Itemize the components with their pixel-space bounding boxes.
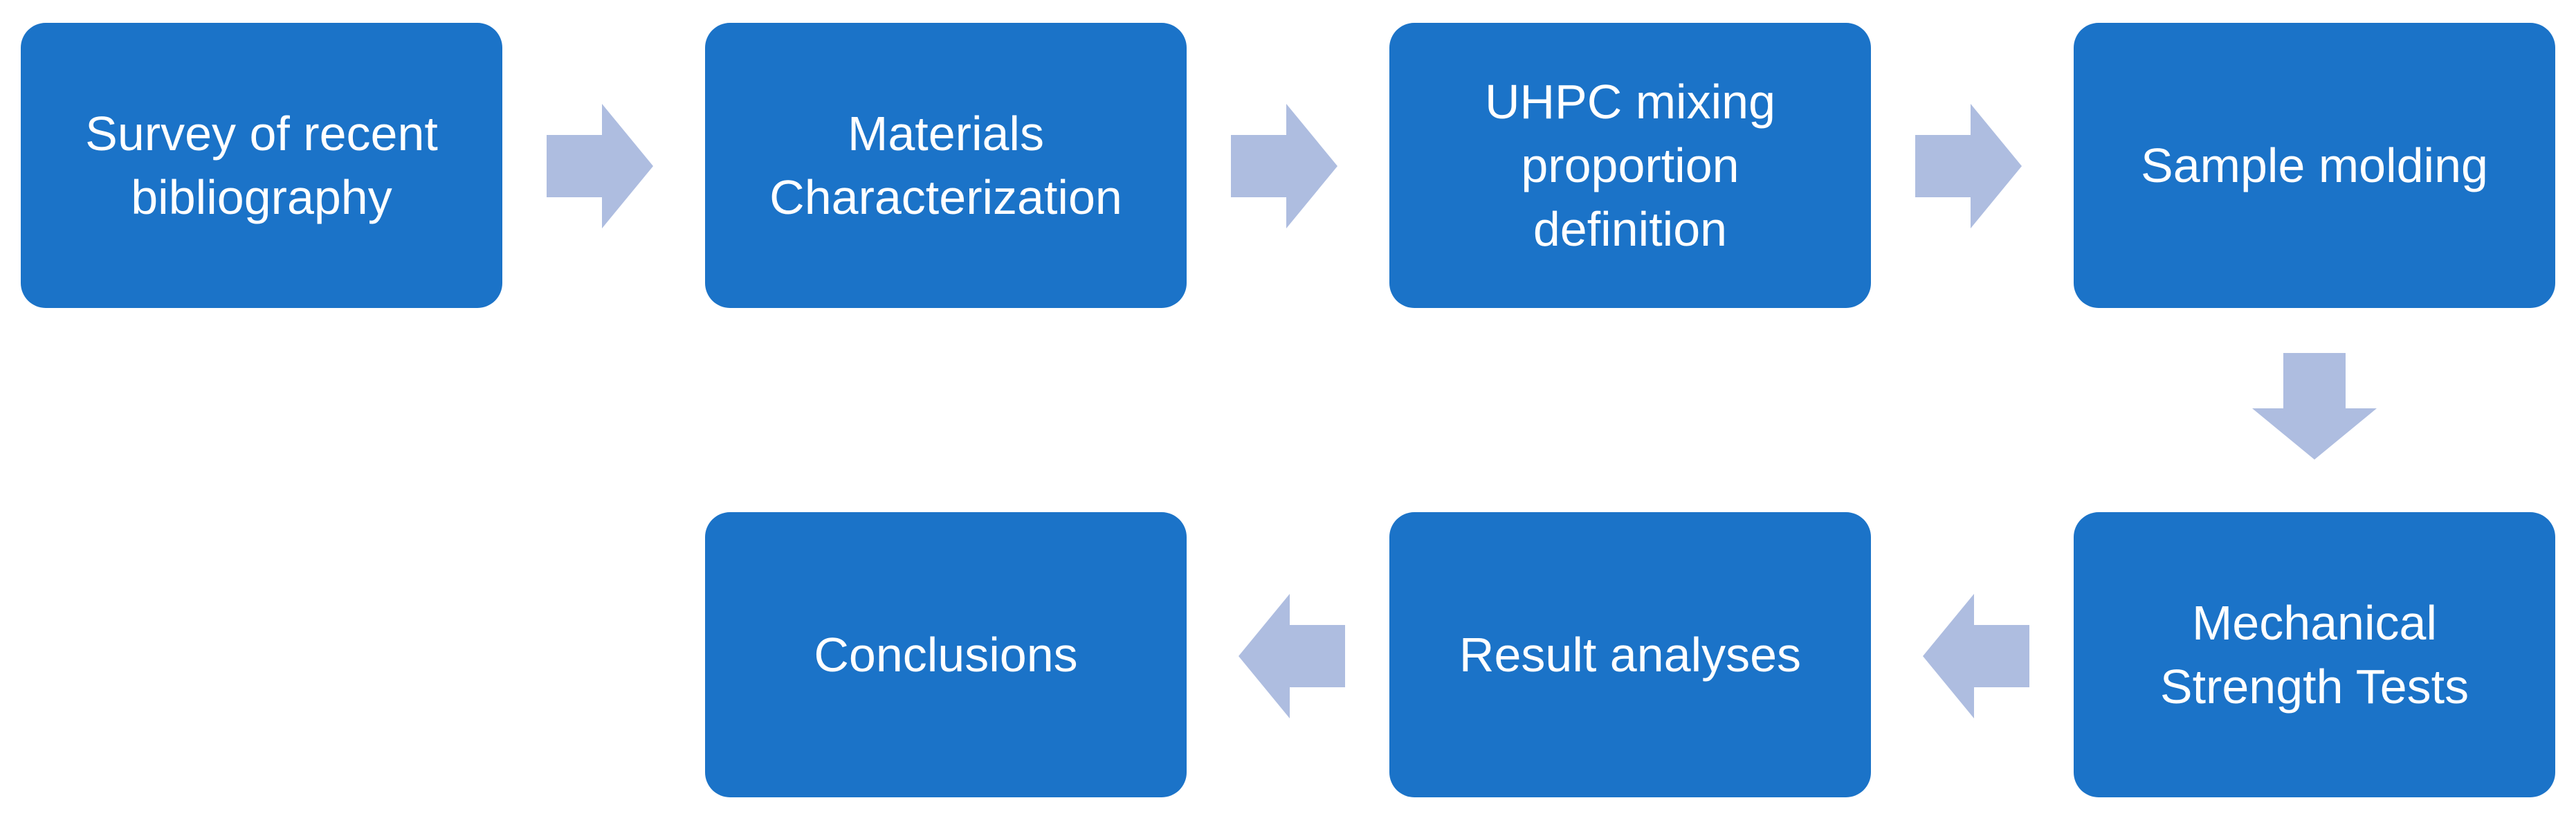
arrow-right-icon <box>1915 104 2022 228</box>
step-sample-molding: Sample molding <box>2074 23 2555 308</box>
step-label: Result analyses <box>1459 628 1802 682</box>
step-label: Sample molding <box>2141 138 2488 192</box>
step-conclusions: Conclusions <box>705 512 1187 797</box>
step-label: UHPC mixing proportion definition <box>1484 75 1776 256</box>
step-label: Survey of recent bibliography <box>85 107 438 224</box>
arrow-left-icon <box>1923 594 2029 718</box>
arrow-right-icon <box>1231 104 1337 228</box>
arrow-down-icon <box>2252 353 2377 460</box>
arrow-right-icon <box>547 104 653 228</box>
step-label: Mechanical Strength Tests <box>2159 596 2469 714</box>
step-materials-characterization: Materials Characterization <box>705 23 1187 308</box>
arrow-left-icon <box>1239 594 1345 718</box>
step-mechanical-strength-tests: Mechanical Strength Tests <box>2074 512 2555 797</box>
step-label: Materials Characterization <box>769 107 1122 224</box>
step-uhpc-mixing-proportion-definition: UHPC mixing proportion definition <box>1389 23 1871 308</box>
step-label: Conclusions <box>814 628 1078 682</box>
step-result-analyses: Result analyses <box>1389 512 1871 797</box>
step-survey-of-recent-bibliography: Survey of recent bibliography <box>21 23 502 308</box>
